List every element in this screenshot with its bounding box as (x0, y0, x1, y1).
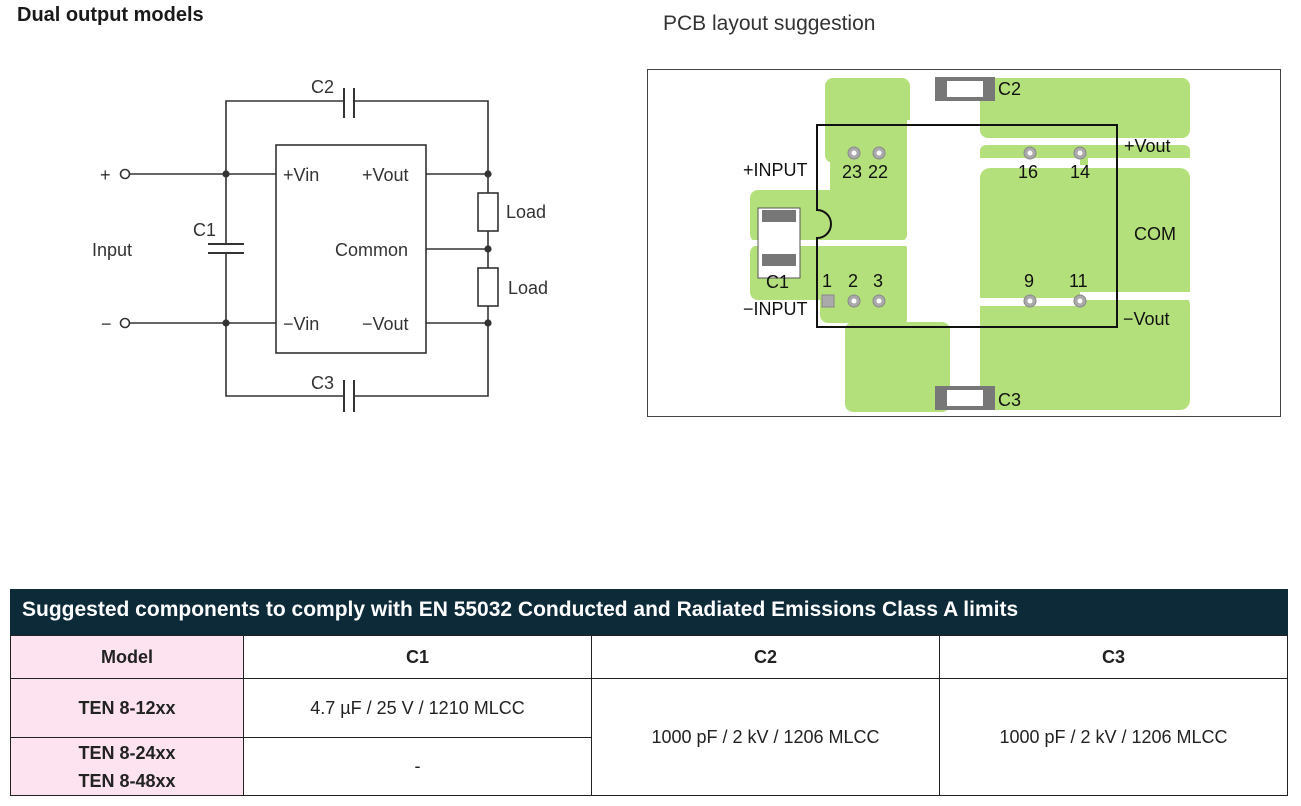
c1-label: C1 (193, 220, 216, 240)
row2-c1: - (243, 737, 592, 796)
minus-terminal-label: − (101, 314, 112, 334)
pin-11-label: 11 (1069, 271, 1088, 291)
header-c2: C2 (591, 635, 940, 679)
c3-value: 1000 pF / 2 kV / 1206 MLCC (939, 678, 1288, 796)
c2-wire-right (354, 100, 489, 174)
load1-resistor (477, 192, 499, 232)
pin-vout-minus-label: −Vout (362, 314, 409, 334)
pin-14-label: 14 (1070, 162, 1090, 182)
c2-label: C2 (311, 77, 334, 97)
load1-label: Load (506, 202, 546, 222)
row1-model: TEN 8-12xx (10, 678, 244, 738)
pcb-minus-input-label: −INPUT (743, 299, 808, 319)
table-title: Suggested components to comply with EN 5… (10, 589, 1288, 635)
plus-terminal-icon (119, 168, 131, 180)
row2-model-a: TEN 8-24xx (78, 742, 176, 763)
junction-dot (222, 170, 230, 178)
schematic-title: Dual output models (17, 4, 204, 26)
pin-2-label: 2 (848, 271, 858, 291)
c3-wire-right (354, 323, 489, 397)
pcb-layout-diagram: C2 C3 C1 +INPUT −INPUT +Vout −Vout COM 2… (647, 69, 1281, 417)
pin-1-label: 1 (822, 271, 832, 291)
schematic-diagram: + − Input C1 C2 C3 +Vin +Vout Common −Vi… (92, 77, 548, 412)
pin-vin-minus-label: −Vin (283, 314, 319, 334)
junction-dot (222, 319, 230, 327)
junction-dot (484, 319, 492, 327)
junction-dot (484, 245, 492, 253)
pcb-c1-label: C1 (766, 272, 789, 292)
c2-wire-left (225, 100, 344, 174)
pin-vout-plus-label: +Vout (362, 165, 409, 185)
c3-component (935, 386, 995, 410)
pcb-plus-input-label: +INPUT (743, 160, 808, 180)
pin-3-label: 3 (873, 271, 883, 291)
junction-dot (484, 170, 492, 178)
plus-terminal-label: + (100, 165, 111, 185)
load2-label: Load (508, 278, 548, 298)
pcb-plus-vout-label: +Vout (1124, 136, 1171, 156)
copper-bottom-left (845, 322, 950, 412)
row2-model-b: TEN 8-48xx (78, 770, 176, 791)
pcb-c3-label: C3 (998, 390, 1021, 410)
row2-model: TEN 8-24xx TEN 8-48xx (10, 737, 244, 796)
pcb-minus-vout-label: −Vout (1123, 309, 1170, 329)
pin-23-label: 23 (842, 162, 862, 182)
pin-22-label: 22 (868, 162, 888, 182)
c3-wire-left (225, 323, 344, 397)
c2-value: 1000 pF / 2 kV / 1206 MLCC (591, 678, 940, 796)
c2-component (935, 77, 995, 101)
copper-minus-input-area (820, 245, 910, 323)
pin-1 (821, 294, 835, 308)
pcb-title: PCB layout suggestion (663, 12, 876, 35)
pcb-c2-label: C2 (998, 79, 1021, 99)
copper-vout-minus (980, 295, 1190, 410)
pcb-com-label: COM (1134, 224, 1176, 244)
pin-9-label: 9 (1024, 271, 1034, 291)
c3-label: C3 (311, 373, 334, 393)
header-model: Model (10, 635, 244, 679)
load2-resistor (477, 267, 499, 307)
pin-vin-plus-label: +Vin (283, 165, 319, 185)
input-label: Input (92, 240, 132, 260)
header-c3: C3 (939, 635, 1288, 679)
c1-component (757, 207, 801, 279)
minus-terminal-icon (119, 317, 131, 329)
module-outline (816, 124, 1118, 328)
copper-com (980, 168, 1190, 306)
copper-top-right (980, 78, 1190, 138)
row1-c1: 4.7 µF / 25 V / 1210 MLCC (243, 678, 592, 738)
pin-common-label: Common (335, 240, 408, 260)
pin-16-label: 16 (1018, 162, 1038, 182)
header-c1: C1 (243, 635, 592, 679)
